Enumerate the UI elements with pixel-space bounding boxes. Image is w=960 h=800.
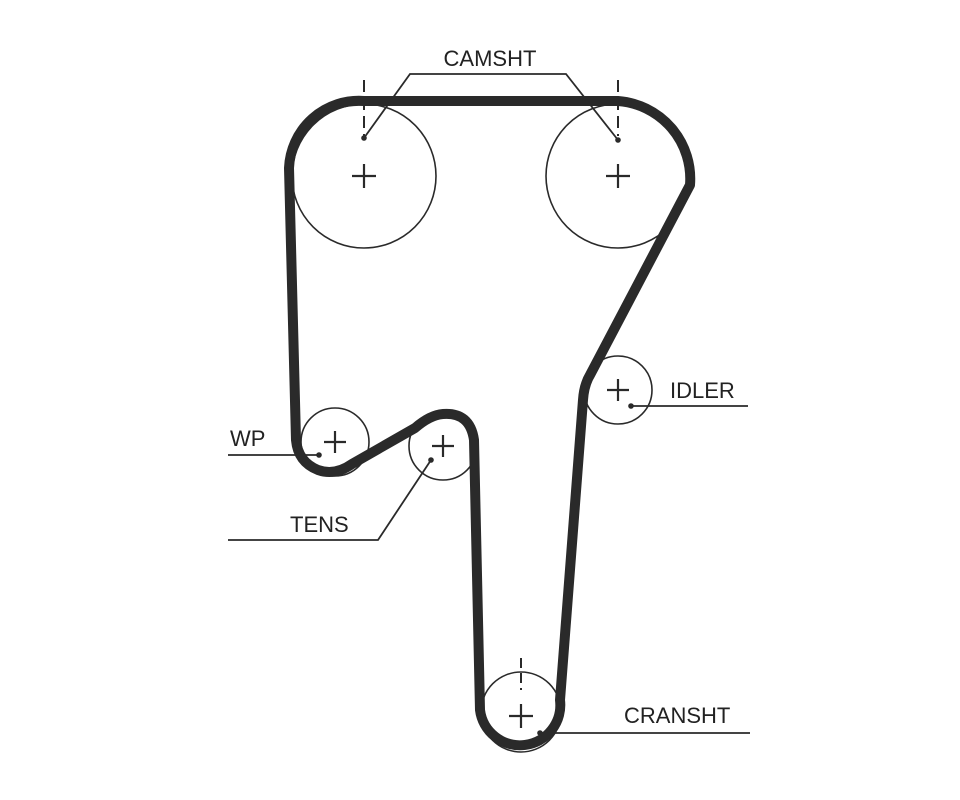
water-pump-label: WP: [230, 426, 265, 451]
timing-belt: [284, 95, 696, 751]
crankshaft-label: CRANSHT: [624, 703, 730, 728]
right-camshaft-pulley: [545, 80, 691, 249]
camshaft-leader-line: [363, 73, 619, 141]
tensioner-label: TENS: [290, 512, 349, 537]
tensioner-pulley: [408, 411, 478, 481]
water-pump-pulley-circle: [300, 407, 370, 477]
tensioner-pulley-circle: [408, 411, 478, 481]
crankshaft-pulley-circle: [480, 671, 562, 753]
tensioner-leader-line: [228, 459, 432, 541]
water-pump-pulley: [300, 407, 370, 477]
crankshaft-pulley: [480, 658, 562, 753]
camshaft-label: CAMSHT: [444, 46, 537, 71]
idler-label: IDLER: [670, 378, 735, 403]
idler-pulley-circle: [583, 355, 653, 425]
idler-pulley: [583, 355, 653, 425]
